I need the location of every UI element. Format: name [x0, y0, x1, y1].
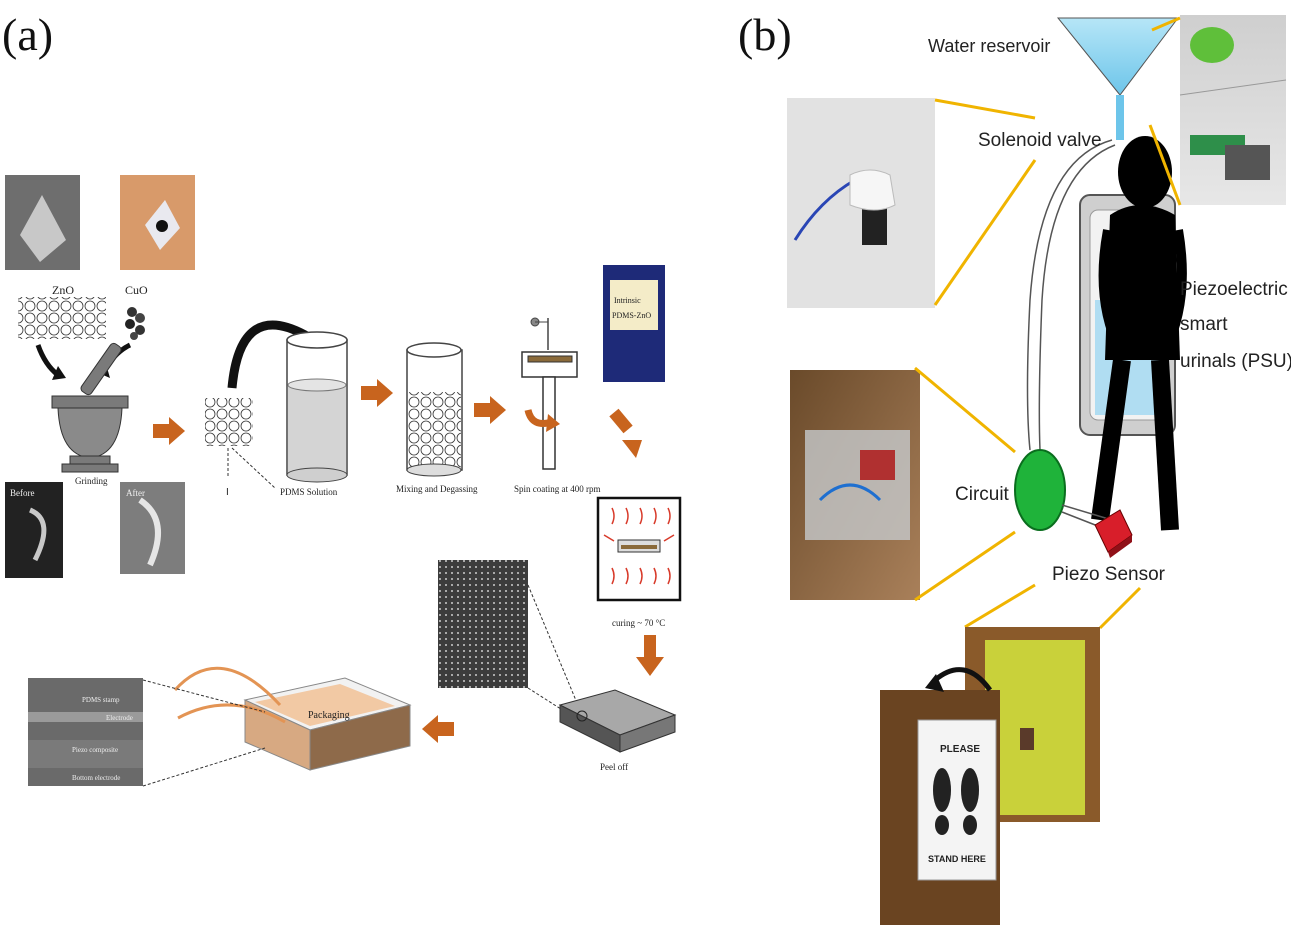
- sem-composite-label: Piezo composite: [72, 746, 118, 754]
- mixing-label: Mixing and Degassing: [396, 484, 478, 494]
- sem-electrode-label: Electrode: [106, 714, 133, 722]
- intrinsic-label-2: PDMS-ZnO: [612, 311, 651, 320]
- cross-section-sem-image: [28, 678, 143, 786]
- cuo-label: CuO: [125, 283, 148, 297]
- flow-arrow-1: [153, 417, 185, 445]
- valve-wire-inner: [1038, 144, 1116, 451]
- piezo-sensor-icon: [1094, 509, 1133, 558]
- zno-into-mortar-arrow: [35, 344, 60, 377]
- peel-off-device-icon: [558, 689, 677, 753]
- circuit-label: Circuit: [955, 484, 1010, 505]
- curing-oven-icon: [596, 496, 682, 602]
- sem-image: [438, 560, 528, 688]
- flow-arrow-5: [636, 635, 664, 676]
- piezo-sensor-label: Piezo Sensor: [1052, 564, 1166, 585]
- after-label: After: [126, 488, 145, 498]
- peel-label: Peel off: [600, 762, 628, 772]
- panel-b: PLEASE STAND HERE Water reservoir Soleno…: [787, 15, 1291, 925]
- mixing-beaker-icon: [406, 342, 463, 477]
- water-reservoir-icon: [1056, 17, 1180, 140]
- zno-particles: [18, 297, 106, 339]
- circuit-icon: [1014, 449, 1066, 531]
- psu-label-2: smart: [1180, 314, 1228, 335]
- water-reservoir-label: Water reservoir: [928, 36, 1050, 56]
- psu-label-3: urinals (PSU): [1180, 351, 1291, 372]
- person-silhouette: [1091, 136, 1187, 531]
- sem-pdms-stamp-label: PDMS stamp: [82, 696, 120, 704]
- sem-bottom-label: Bottom electrode: [72, 774, 120, 782]
- stand-here-sign-photo: [880, 690, 1000, 925]
- solenoid-valve-label: Solenoid valve: [978, 130, 1102, 151]
- panel-a: ZnO CuO Grinding Before: [5, 175, 682, 787]
- flow-arrow-4: [609, 408, 642, 458]
- packaging-icon: [173, 666, 412, 771]
- urinal-valve-photo: [1179, 15, 1287, 205]
- spin-coater-icon: [521, 317, 578, 470]
- before-label: Before: [10, 488, 35, 498]
- particle-cluster: [205, 398, 276, 489]
- particle-cluster-tick: I: [226, 487, 229, 498]
- intrinsic-label-1: Intrinsic: [614, 296, 641, 305]
- panel-a-label: (a): [2, 9, 53, 60]
- valve-wire: [1026, 139, 1113, 451]
- pdms-beaker-icon: [286, 331, 348, 483]
- intrinsic-sample-photo: [603, 265, 665, 382]
- grinding-label: Grinding: [75, 476, 108, 486]
- before-photo: [5, 482, 63, 578]
- flow-arrow-2: [361, 379, 393, 407]
- after-photo: [120, 482, 185, 574]
- zno-label: ZnO: [52, 283, 74, 297]
- pdms-solution-label: PDMS Solution: [280, 487, 338, 497]
- connector-lines: [914, 16, 1182, 630]
- sign-arrow: [933, 667, 993, 692]
- mortar-pestle-icon: [51, 342, 129, 473]
- zno-photo: [5, 175, 80, 270]
- solenoid-photo: [787, 98, 935, 308]
- flow-arrow-3: [474, 396, 506, 424]
- cuo-photo: [120, 175, 195, 270]
- curing-label: curing ~ 70 °C: [612, 618, 665, 628]
- cuo-particles: [125, 307, 145, 340]
- sign-please: PLEASE: [940, 744, 980, 755]
- spin-label: Spin coating at 400 rpm: [514, 484, 601, 494]
- circuit-photo: [790, 370, 920, 600]
- sign-stand-here: STAND HERE: [928, 854, 986, 864]
- panel-b-label: (b): [738, 9, 792, 60]
- packaging-label: Packaging: [308, 710, 350, 721]
- flow-arrow-6: [422, 715, 454, 743]
- psu-label-1: Piezoelectric: [1180, 279, 1288, 300]
